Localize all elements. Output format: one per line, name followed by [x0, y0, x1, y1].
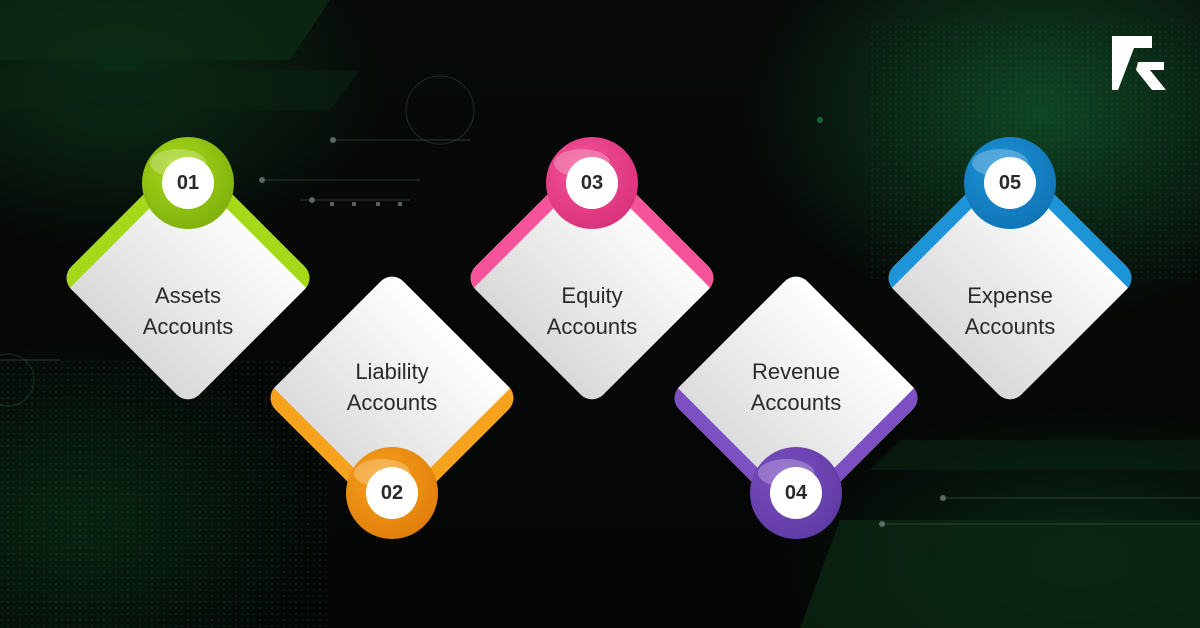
step-label-line1: Assets	[154, 283, 222, 308]
number-badge-center	[162, 157, 214, 209]
step-label-line2: Accounts	[546, 314, 638, 339]
step-label-line2: Accounts	[142, 314, 234, 339]
number-badge-center	[366, 467, 418, 519]
number-badge-center	[770, 467, 822, 519]
stylized-z-logo-icon	[1112, 36, 1166, 90]
step-number: 01	[176, 172, 200, 194]
step-number: 02	[380, 482, 404, 504]
step-label-line1: Equity	[561, 283, 623, 308]
step-label-line2: Accounts	[964, 314, 1056, 339]
step-number: 04	[784, 482, 808, 504]
step-number: 05	[998, 172, 1022, 194]
step-label-line2: Accounts	[346, 390, 438, 415]
step-label-line1: Revenue	[751, 359, 841, 384]
number-badge-center	[984, 157, 1036, 209]
step-label-line2: Accounts	[750, 390, 842, 415]
step-label-line1: Liability	[355, 359, 429, 384]
number-badge-center	[566, 157, 618, 209]
step-label-line1: Expense	[967, 283, 1053, 308]
step-number: 03	[580, 172, 604, 194]
